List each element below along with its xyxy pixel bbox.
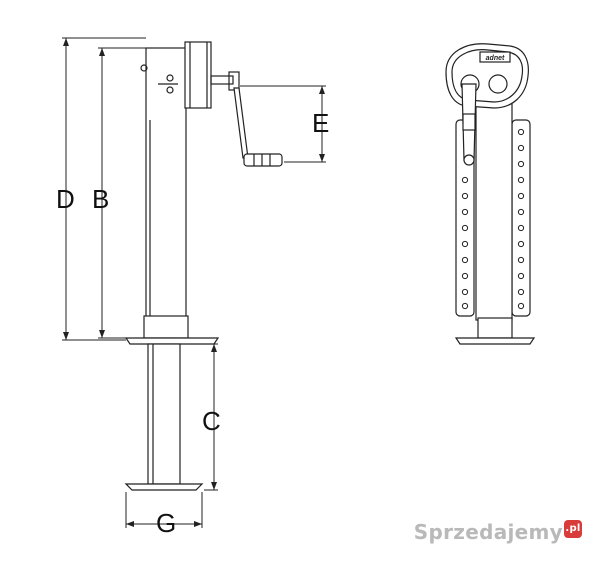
watermark-text: Sprzedajemy xyxy=(413,520,563,544)
front-foot-plate xyxy=(454,337,536,345)
foot-plate xyxy=(124,483,204,491)
dimension-e-label: E xyxy=(312,108,329,138)
dimension-d-label: D xyxy=(56,184,75,214)
dimension-b-label: B xyxy=(92,184,109,214)
front-view-jack xyxy=(445,43,536,345)
upper-plate xyxy=(124,337,220,345)
side-view-jack xyxy=(124,41,283,491)
crank-arm xyxy=(233,87,249,159)
crank-handle xyxy=(243,153,283,167)
brand-plate-text: adnet xyxy=(486,55,505,62)
crank-hub xyxy=(228,71,240,91)
mounting-bracket-right xyxy=(511,119,531,317)
outer-tube xyxy=(145,47,187,321)
dimension-arrows xyxy=(63,38,325,527)
watermark-badge: .pl xyxy=(564,520,582,538)
watermark: Sprzedajemy.pl xyxy=(414,520,582,544)
dimension-g-label: G xyxy=(156,508,176,538)
dimension-lines xyxy=(62,37,326,528)
brand-plate xyxy=(479,51,511,63)
dimension-c-label: C xyxy=(202,406,221,436)
